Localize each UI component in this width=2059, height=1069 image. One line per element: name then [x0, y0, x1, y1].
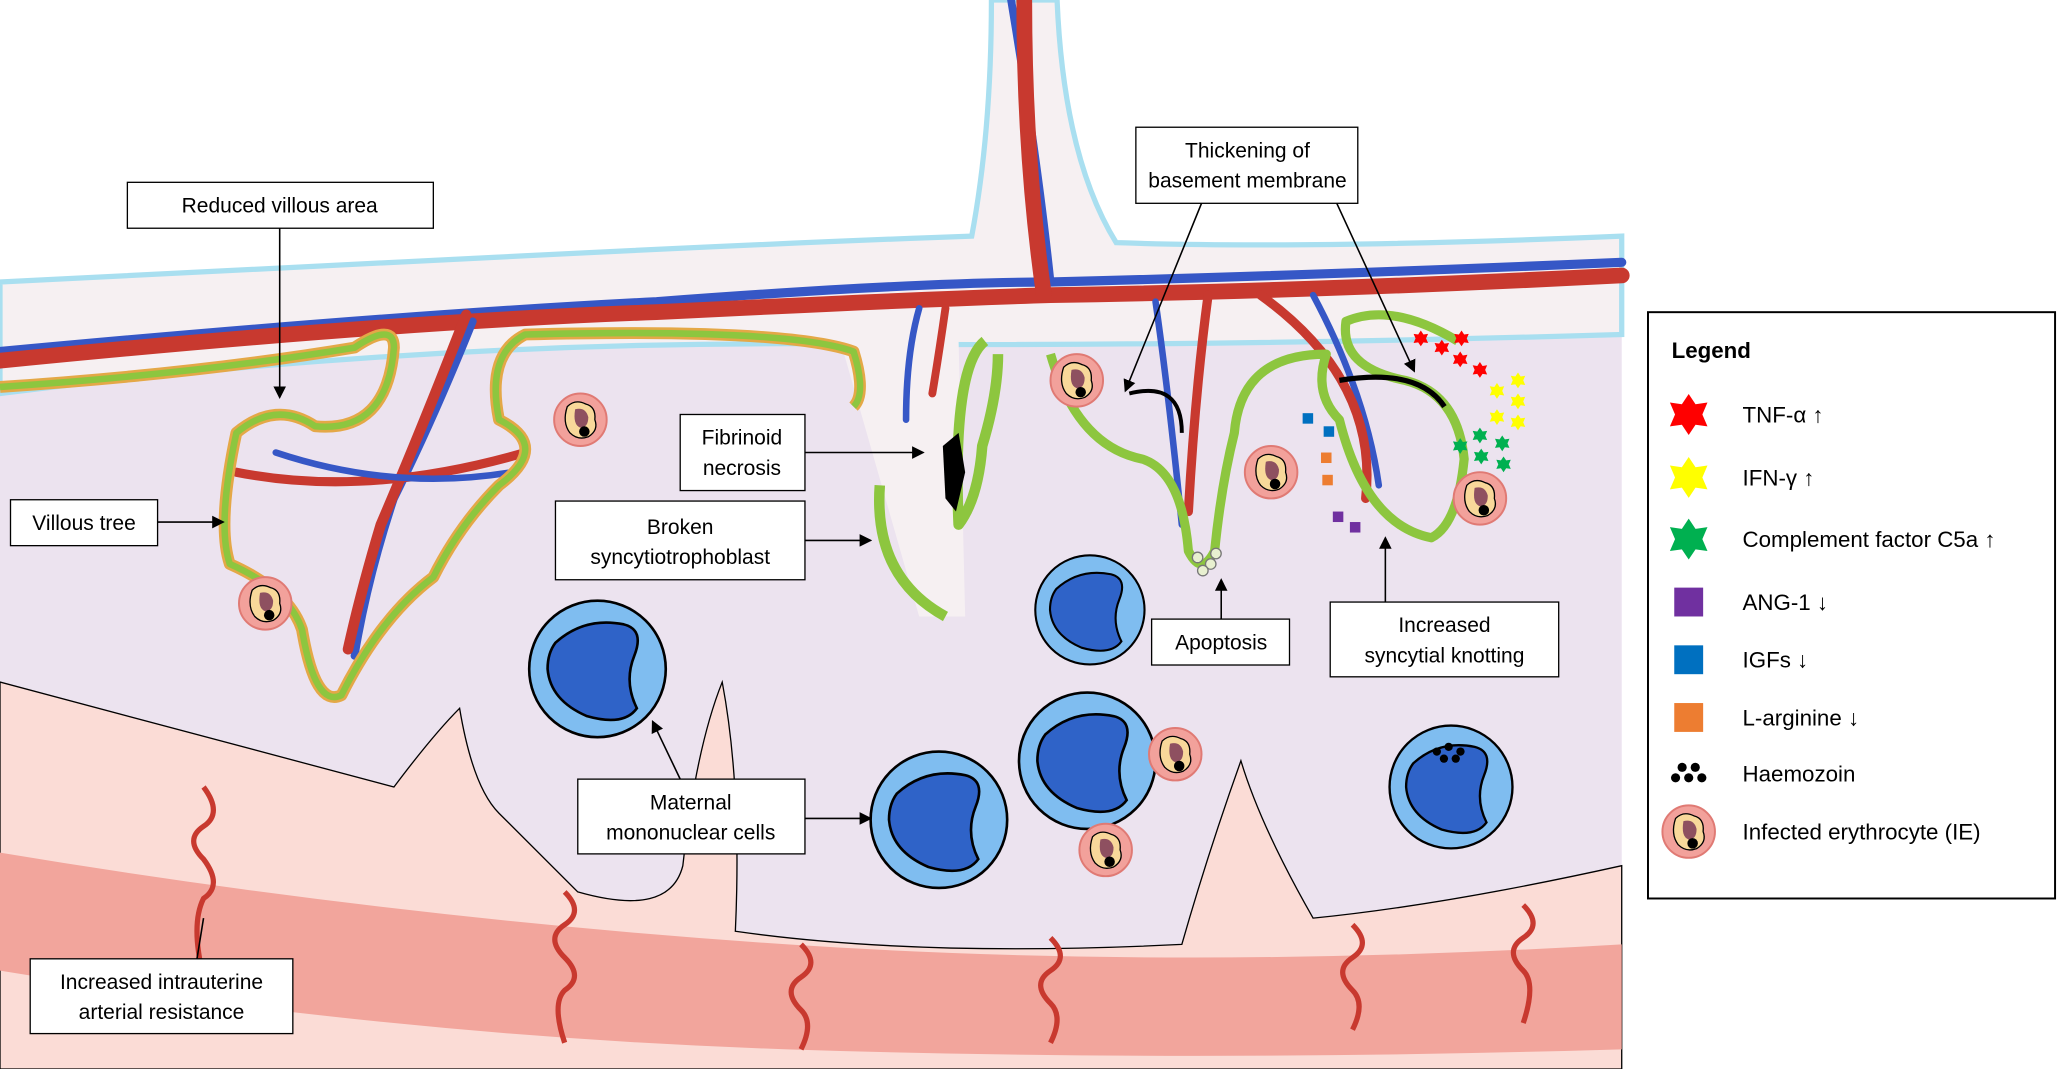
label-text: basement membrane	[1148, 170, 1346, 193]
dots-icon	[1670, 762, 1707, 783]
legend-label: Haemozoin	[1743, 762, 1856, 787]
label-text: Increased	[1398, 614, 1490, 637]
mononuclear-cell-haemozoin	[1388, 724, 1514, 850]
label-syncytial-knotting: Increased syncytial knotting	[1329, 601, 1560, 678]
label-thickening-basement-membrane: Thickening of basement membrane	[1135, 126, 1359, 204]
label-broken-syncytiotrophoblast: Broken syncytiotrophoblast	[554, 500, 806, 581]
infected-erythrocyte-icon	[1661, 804, 1716, 859]
square-icon	[1674, 587, 1704, 617]
label-villous-tree: Villous tree	[9, 499, 159, 547]
label-text: syncytiotrophoblast	[590, 546, 770, 569]
square-icon	[1674, 645, 1704, 675]
label-maternal-mononuclear-cells: Maternal mononuclear cells	[577, 778, 806, 855]
label-arterial-resistance: Increased intrauterine arterial resistan…	[29, 958, 294, 1035]
villi-membranes	[0, 310, 1469, 703]
legend-label: IGFs ↓	[1743, 648, 1809, 673]
label-fibrinoid-necrosis: Fibrinoid necrosis	[679, 413, 806, 492]
square-icon	[1674, 703, 1704, 732]
label-text: arterial resistance	[79, 1001, 245, 1024]
legend-label: L-arginine ↓	[1743, 705, 1860, 730]
apoptotic-bodies	[1191, 547, 1222, 577]
mononuclear-cell	[869, 750, 1009, 890]
label-text: Reduced villous area	[182, 194, 378, 217]
fetal-vessels	[0, 0, 1630, 660]
cytokine-markers	[1302, 330, 1526, 533]
mononuclear-cell	[1017, 691, 1157, 831]
label-text: necrosis	[703, 457, 781, 480]
legend-title: Legend	[1672, 338, 1751, 363]
mononuclear-cell	[527, 599, 668, 739]
legend-label: Infected erythrocyte (IE)	[1743, 819, 1981, 844]
legend-label: ANG-1 ↓	[1743, 590, 1829, 615]
legend: Legend TNF-α ↑ IFN-γ ↑ Complement factor…	[1647, 311, 2057, 900]
label-text: Villous tree	[32, 512, 135, 535]
label-text: Fibrinoid	[702, 427, 783, 450]
spiral-arteries	[191, 785, 1536, 1051]
label-text: syncytial knotting	[1365, 644, 1525, 667]
label-apoptosis: Apoptosis	[1150, 618, 1291, 666]
fibrinoid-zone	[840, 341, 966, 617]
leader-arrows	[157, 202, 1416, 959]
mononuclear-cell	[1034, 554, 1146, 666]
label-reduced-villous-area: Reduced villous area	[126, 181, 434, 229]
legend-label: TNF-α ↑	[1743, 402, 1824, 427]
fibrinoid-necrosis-mass	[942, 432, 966, 512]
legend-label: IFN-γ ↑	[1743, 465, 1815, 490]
label-text: Broken	[647, 516, 714, 539]
label-text: mononuclear cells	[606, 821, 775, 844]
legend-label: Complement factor C5a ↑	[1743, 527, 1996, 552]
label-text: Thickening of	[1185, 139, 1310, 162]
label-text: Apoptosis	[1175, 631, 1267, 654]
label-text: Maternal	[650, 791, 732, 814]
label-text: Increased intrauterine	[60, 971, 263, 994]
